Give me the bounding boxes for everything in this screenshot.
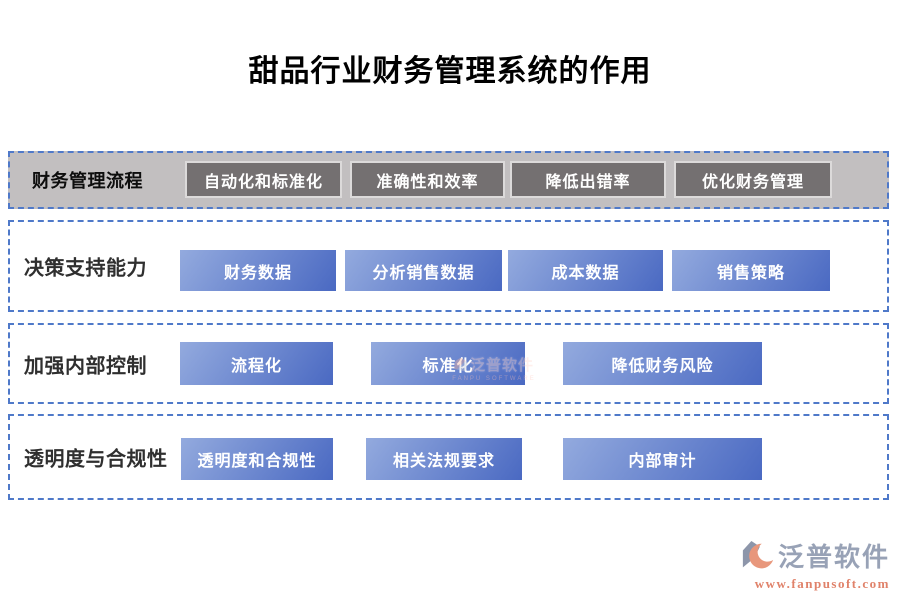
section-label: 加强内部控制: [24, 355, 147, 377]
fanpu-logo-icon: [742, 540, 774, 569]
section-decision-support: 决策支持能力 财务数据 分析销售数据 成本数据 销售策略: [8, 220, 889, 312]
step-button-sales-analysis[interactable]: 分析销售数据: [345, 250, 502, 291]
step-button-sales-strategy[interactable]: 销售策略: [672, 250, 830, 291]
brand-footer: 泛普软件 www.fanpusoft.com: [741, 539, 890, 592]
step-button-accuracy-efficiency[interactable]: 准确性和效率: [350, 161, 505, 198]
step-button-automation-standardization[interactable]: 自动化和标准化: [185, 161, 342, 198]
brand-url: www.fanpusoft.com: [754, 576, 890, 591]
step-button-financial-data[interactable]: 财务数据: [180, 250, 336, 291]
step-button-reduce-financial-risk[interactable]: 降低财务风险: [563, 342, 762, 385]
step-button-transparency-compliance[interactable]: 透明度和合规性: [181, 438, 333, 480]
section-label: 透明度与合规性: [24, 448, 168, 471]
step-button-cost-data[interactable]: 成本数据: [508, 250, 663, 291]
step-button-internal-audit[interactable]: 内部审计: [563, 438, 762, 480]
brand-name: 泛普软件: [777, 542, 890, 572]
page-title: 甜品行业财务管理系统的作用: [248, 55, 652, 88]
step-button-reduce-errors[interactable]: 降低出错率: [510, 161, 666, 198]
step-button-standardization[interactable]: 标准化: [371, 342, 525, 385]
section-internal-control: 加强内部控制 流程化 标准化 降低财务风险: [8, 323, 889, 404]
step-button-regulatory-requirements[interactable]: 相关法规要求: [366, 438, 522, 480]
section-financial-management-process: 财务管理流程 自动化和标准化 准确性和效率 降低出错率 优化财务管理: [8, 151, 889, 209]
section-transparency-compliance: 透明度与合规性 透明度和合规性 相关法规要求 内部审计: [8, 414, 889, 500]
section-label: 财务管理流程: [32, 171, 143, 191]
step-button-process[interactable]: 流程化: [180, 342, 333, 385]
step-button-optimize-finance[interactable]: 优化财务管理: [674, 161, 832, 198]
section-label: 决策支持能力: [24, 257, 147, 280]
